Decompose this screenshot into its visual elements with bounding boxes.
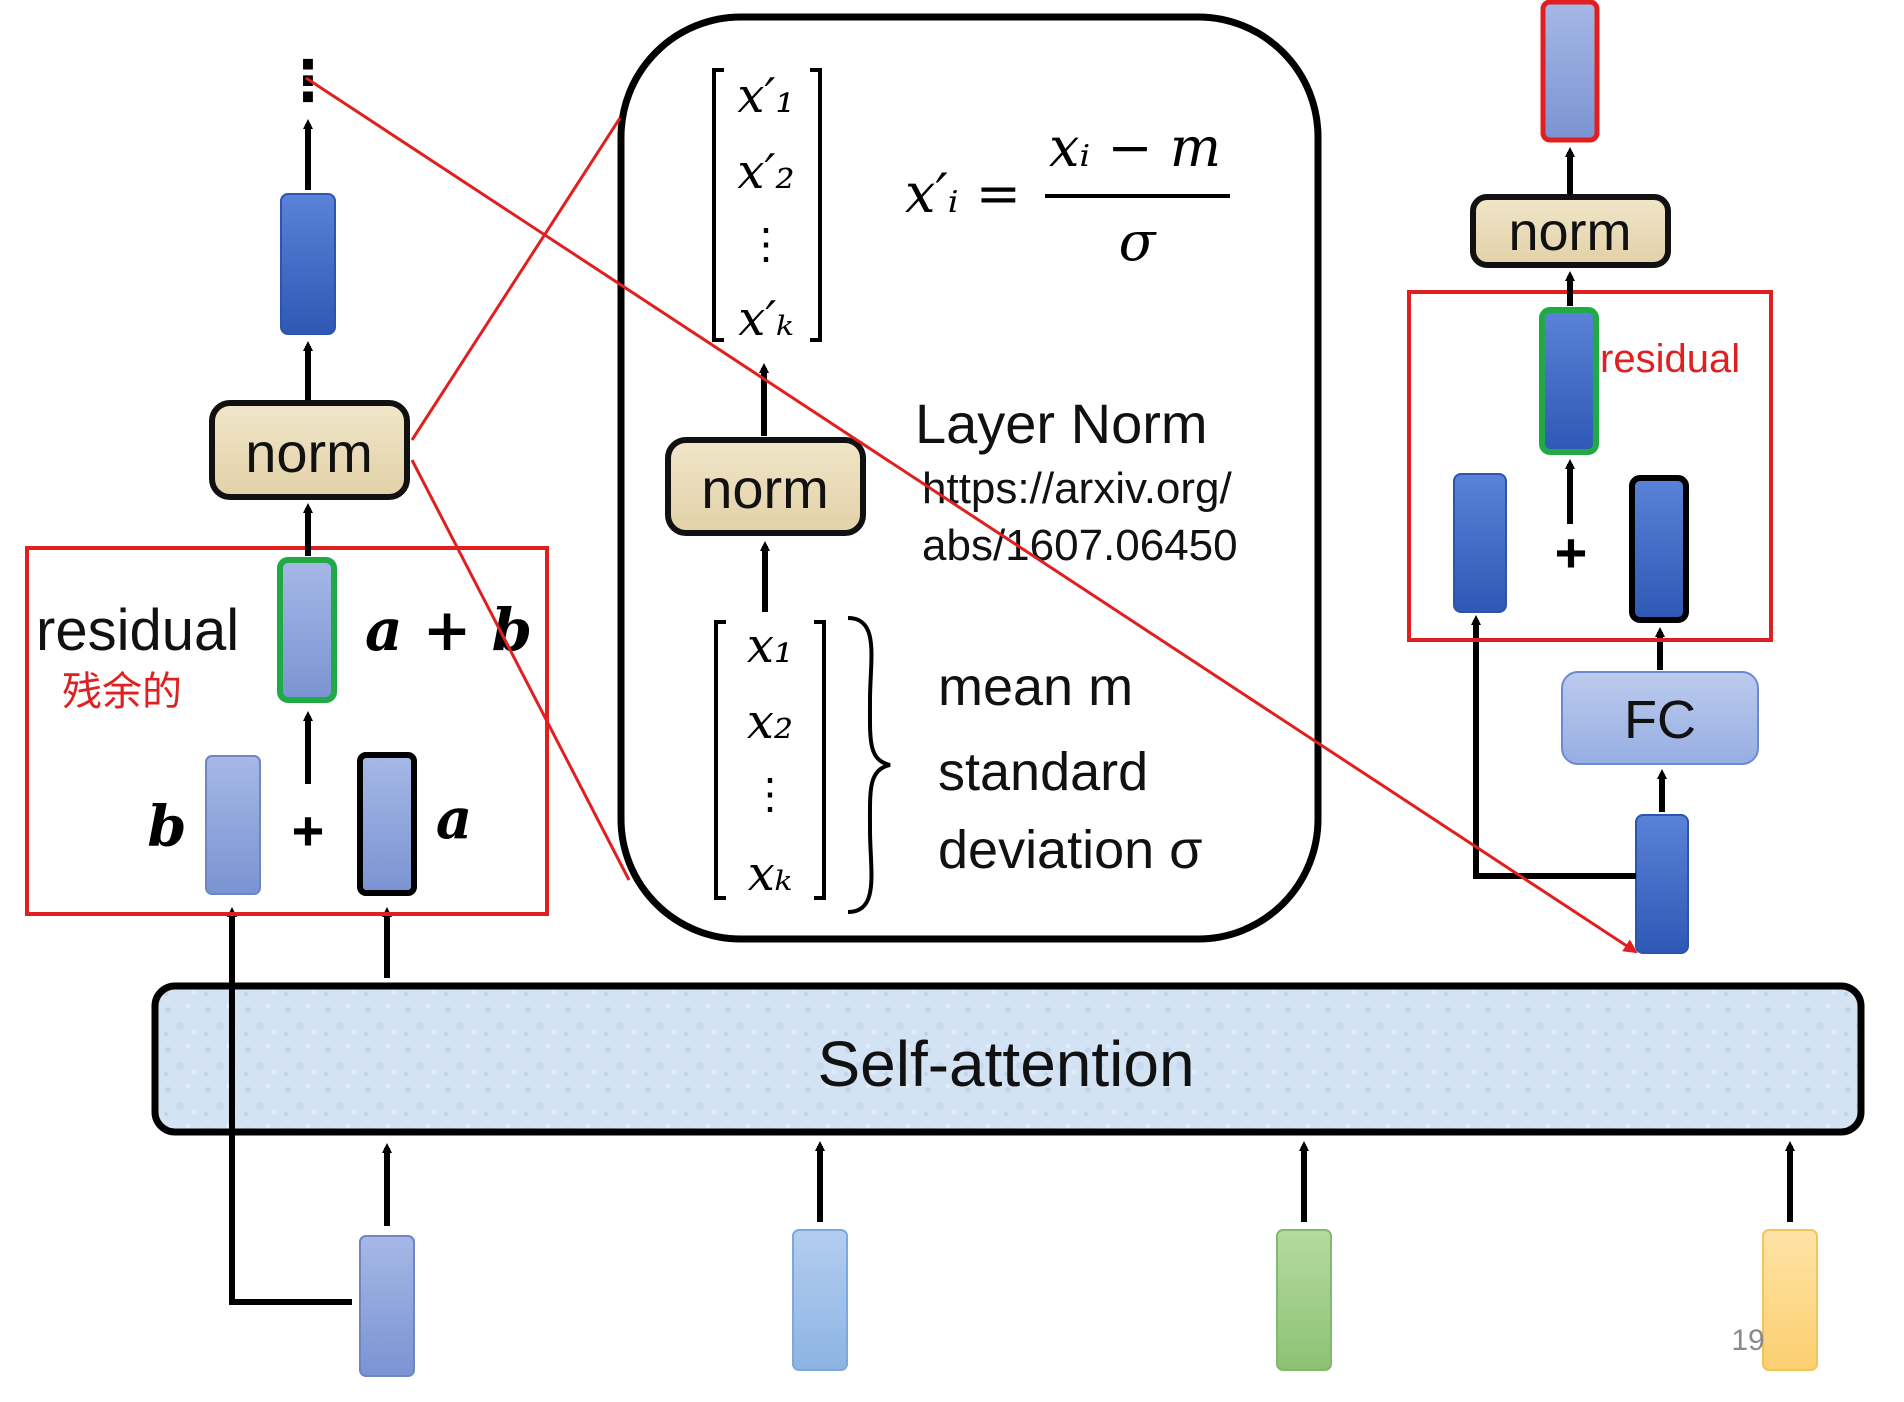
out-vec-1: x′₁ <box>737 68 794 124</box>
stat-std-line2: deviation σ <box>938 820 1203 880</box>
left-output-vector <box>280 193 336 335</box>
layer-norm-zoom-panel: x′₁ x′₂ ⋮ x′ₖ x′ᵢ = xᵢ − m σ norm Layer … <box>617 13 1322 943</box>
fc-label: FC <box>1624 690 1696 750</box>
right-column: FC + residual norm <box>1407 0 1773 954</box>
input-vectors <box>359 1229 1818 1377</box>
input-vector-2 <box>792 1229 848 1371</box>
residual-cn-label: 残余的 <box>62 670 182 714</box>
b-label: b <box>147 794 186 860</box>
out-bracket-left <box>712 68 724 342</box>
self-attention-block: Self-attention <box>151 982 1865 1136</box>
stat-mean: mean m <box>938 657 1133 717</box>
zoom-norm-label: norm <box>701 457 829 520</box>
left-residual-column: b + a residual 残余的 a + b norm ⋮ <box>25 49 549 1305</box>
right-residual-frame <box>1407 290 1773 642</box>
input-vector-3 <box>1276 1229 1332 1371</box>
zoom-norm-box <box>665 437 866 536</box>
in-vec-2: x₂ <box>747 694 793 750</box>
paper-link-line1[interactable]: https://arxiv.org/ <box>922 464 1233 513</box>
residual-label: residual <box>36 598 239 663</box>
right-output-vector <box>1540 0 1600 143</box>
in-bracket-right <box>814 620 826 900</box>
vector-b <box>205 755 261 895</box>
right-residual-label: residual <box>1600 337 1740 381</box>
plus-sign: + <box>292 799 325 862</box>
sum-formula: a + b <box>365 596 532 664</box>
formula-lhs: x′ᵢ = <box>905 162 1021 225</box>
formula-numerator: xᵢ − m <box>1049 116 1221 179</box>
a-label: a <box>436 786 472 852</box>
left-norm-label: norm <box>245 421 373 484</box>
out-vec-dots: ⋮ <box>745 219 787 268</box>
out-bracket-right <box>810 68 822 342</box>
out-vec-2: x′₂ <box>737 144 794 200</box>
residual-sum-vector <box>277 557 337 703</box>
right-skip-connection <box>1471 615 1636 879</box>
left-skip-connection <box>227 907 352 1305</box>
in-vec-dots: ⋮ <box>749 769 791 818</box>
left-residual-frame <box>25 546 549 916</box>
input-vector-1 <box>359 1235 415 1377</box>
right-fc-output-vector <box>1629 475 1689 623</box>
right-residual-sum-vector <box>1539 307 1599 455</box>
stats-curly-brace <box>847 616 891 914</box>
right-attn-output-vector <box>1635 814 1689 954</box>
left-norm-box <box>209 400 410 500</box>
out-vec-k: x′ₖ <box>738 291 793 347</box>
red-annotations <box>305 76 1638 954</box>
zoom-line-top <box>410 117 622 441</box>
zoom-line-bottom <box>410 459 631 881</box>
diagonal-arrow <box>305 76 1638 954</box>
right-norm-label: norm <box>1508 202 1631 262</box>
right-norm-box <box>1470 194 1671 268</box>
right-skip-vector <box>1453 473 1507 613</box>
zoom-panel-frame <box>617 13 1322 943</box>
vector-a <box>357 752 417 896</box>
formula-denominator: σ <box>1119 210 1158 273</box>
fc-box <box>1561 671 1759 765</box>
in-vec-1: x₁ <box>747 618 793 674</box>
page-number: 19 <box>1731 1324 1764 1357</box>
input-arrows <box>382 1141 1795 1226</box>
self-attention-label: Self-attention <box>817 1028 1194 1100</box>
in-vec-k: xₖ <box>748 846 793 902</box>
paper-link-line2[interactable]: abs/1607.06450 <box>922 521 1238 570</box>
input-vector-4 <box>1762 1229 1818 1371</box>
right-plus-sign: + <box>1555 521 1588 584</box>
layer-norm-title: Layer Norm <box>915 392 1208 455</box>
stat-std-line1: standard <box>938 742 1148 802</box>
in-bracket-left <box>714 620 726 900</box>
